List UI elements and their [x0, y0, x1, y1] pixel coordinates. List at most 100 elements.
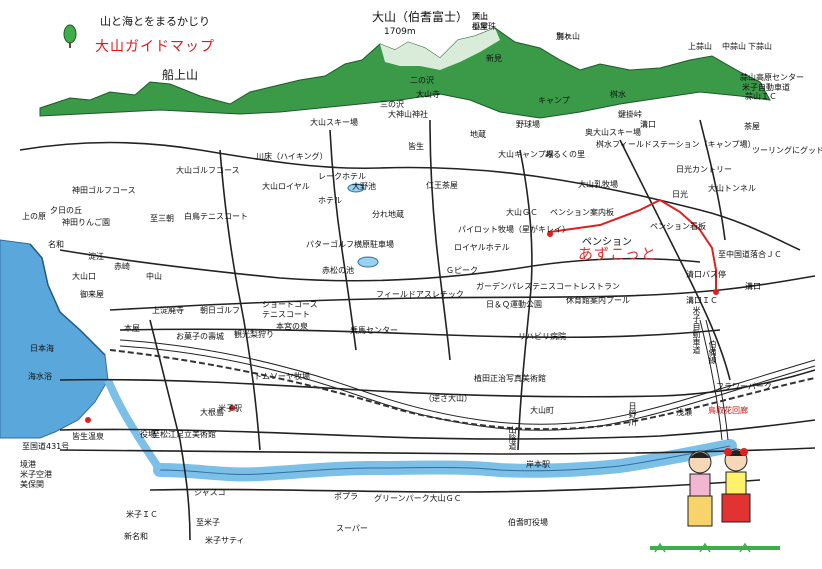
place-label: 米子空港 — [20, 470, 52, 479]
place-label: ツーリングにグッド！ — [752, 146, 822, 155]
place-label: ポプラ — [334, 492, 358, 501]
place-label: 横原駐車場 — [354, 240, 394, 249]
kaike-marker — [85, 417, 91, 423]
place-label: みるくの里 — [545, 150, 585, 159]
place-label: 桝水フィールドステーション（キャンプ場） — [596, 140, 756, 149]
place-label: 御来屋 — [80, 290, 104, 299]
place-label: 大野池 — [352, 182, 376, 191]
place-label: 大山ＧＣ — [506, 208, 538, 217]
place-label: 米子ＩＣ — [126, 510, 158, 519]
place-label: 至米子 — [196, 518, 220, 527]
place-label: 上蒜山 — [688, 42, 712, 51]
place-label: （逆さ大山） — [424, 394, 472, 403]
place-label: パイロット牧場（星がキレイ） — [458, 225, 570, 234]
place-label: 大山キャンプ場 — [498, 150, 554, 159]
pond-akamatsu — [357, 256, 379, 268]
road-network — [19, 119, 816, 541]
main-peak-label: 大山（伯耆富士） — [372, 10, 469, 24]
place-label: ジャスコ — [194, 488, 226, 497]
place-label: 仁王茶屋 — [426, 181, 458, 190]
expressway — [119, 319, 816, 441]
place-label: 擬宝珠 — [472, 22, 496, 31]
mountain-ridge — [39, 27, 771, 119]
place-label: ペンション案内板 — [550, 208, 614, 217]
place-label: 小屋 — [472, 22, 488, 31]
place-label: フィールドアスレチック — [376, 290, 464, 299]
pension-prefix-label: ペンション — [582, 237, 632, 248]
place-label: フラワーパーク — [716, 382, 772, 391]
place-label: 大山乳牧場 — [578, 180, 618, 189]
route-to-pension — [549, 198, 717, 290]
place-label: 赤松の池 — [322, 266, 354, 275]
place-label: 美保関 — [20, 480, 44, 489]
yonago-ic-marker — [229, 405, 235, 411]
place-label: 二の沢 — [410, 76, 434, 85]
place-label: 中山 — [146, 272, 162, 281]
place-label: 大山ロイヤル — [262, 182, 310, 191]
place-label: 大根島 — [200, 408, 224, 417]
place-label: 鳥ヶ山 — [556, 32, 580, 41]
place-label: 桝水 — [610, 90, 626, 99]
place-label: 境港 — [20, 460, 36, 469]
pension-marker — [547, 231, 553, 237]
grass-bits — [654, 542, 751, 553]
place-label: パターゴルフ — [306, 240, 354, 249]
place-label: 皆生温泉 — [72, 432, 104, 441]
place-label: 鍵掛峠 — [618, 110, 642, 119]
place-label: 溝口 — [640, 120, 656, 129]
place-label: 上の原 — [22, 212, 46, 221]
place-label: 大山トンネル — [708, 184, 756, 193]
place-label: 浅瀬 — [676, 408, 692, 417]
place-label: 至国道431号 — [22, 442, 70, 451]
place-label: 神田ゴルフコース — [72, 186, 136, 195]
sea-shore-line — [29, 243, 106, 356]
place-label: 分れ地蔵 — [372, 210, 404, 219]
place-label: 茶屋 — [744, 122, 760, 131]
place-label: 大山町 — [530, 406, 554, 415]
place-label: ペンション看板 — [650, 222, 706, 231]
place-label: 米子自動車道 — [692, 306, 701, 354]
place-label: 赤崎 — [114, 262, 130, 271]
place-label: 大神山神社 — [388, 110, 428, 119]
place-label: 三の沢 — [380, 100, 404, 109]
place-label: 至三朝 — [150, 214, 174, 223]
place-label: キャンプ — [538, 96, 570, 105]
place-label: 米子駅 — [218, 404, 242, 413]
place-label: 神田りんご園 — [62, 218, 110, 227]
place-label: 朝日ゴルフ — [200, 306, 240, 315]
place-label: 日＆Ｑ運動公園 — [486, 300, 542, 309]
place-label: 大山ゴルフコース — [176, 166, 240, 175]
place-label: 乗馬センター — [350, 326, 398, 335]
place-label: 日野川 — [628, 402, 637, 426]
place-label: 淀江 — [88, 252, 104, 261]
river-west — [104, 378, 164, 473]
place-label: 川床（ハイキング） — [256, 152, 328, 161]
place-label: 中蒜山 — [722, 42, 746, 51]
place-label: 別れ — [556, 32, 572, 41]
place-label: 鳥取花回廊 — [708, 406, 748, 415]
place-label: スーパー — [336, 524, 368, 533]
mountain-snow — [380, 28, 500, 70]
map-title: 大山ガイドマップ — [95, 39, 215, 55]
place-label: お菓子の壽城 — [176, 332, 224, 341]
place-label: 至松江足立美術館 — [152, 430, 216, 439]
place-label: ロイヤルホテル — [454, 243, 510, 252]
place-label: トムソーヤ牧場 — [254, 372, 310, 381]
mizokuchi-ic-marker — [713, 289, 719, 295]
map-slogan: 山と海とをまるかじり — [100, 15, 210, 28]
place-label: 伯耆町役場 — [508, 518, 548, 527]
sea-japan-sea — [0, 239, 109, 439]
place-label: 伯備線 — [708, 340, 717, 364]
place-label: 大山寺 — [416, 90, 440, 99]
place-label: 野球場 — [516, 120, 540, 129]
place-label: 新見 — [486, 54, 502, 63]
place-label: 観光梨狩り — [234, 330, 274, 339]
place-label: 海水浴 — [28, 372, 52, 381]
place-label: 日本海 — [30, 344, 54, 353]
main-peak-elevation: 1709m — [384, 27, 416, 37]
place-label: 下蒜山 — [748, 42, 772, 51]
place-label: 岸本駅 — [526, 460, 550, 469]
place-label: 大山口 — [72, 272, 96, 281]
